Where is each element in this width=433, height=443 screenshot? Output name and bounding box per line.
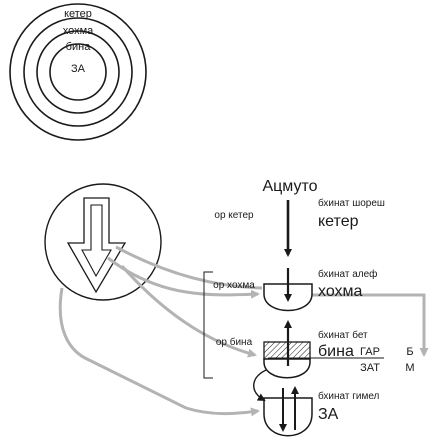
source-label: Ацмуто [262,178,317,195]
light-hochma-label: ор хохма [213,280,255,291]
stage-bina-small: бхинат бет [318,329,368,341]
stage-keter-small: бхинат шореш [318,197,385,209]
light-bina-label: ор бина [216,336,253,348]
stage-hochma-big: хохма [318,283,363,300]
vessel-hochma [263,268,313,312]
ring-bina [36,30,120,114]
ring-hochma [23,17,133,127]
connector-hochma-inner [115,245,263,290]
ring-label-keter: кетер [64,8,92,20]
stage-keter-big: кетер [318,213,359,230]
ring-za [49,43,107,101]
vessel-za [263,386,313,437]
ring-keter [9,3,147,141]
bracket [203,271,213,379]
ring-label-hochma: хохма [63,25,94,37]
ring-label-za: ЗА [71,63,86,75]
side-label-gar: ГАР [360,346,380,358]
vessel-bina [263,320,311,379]
stage-hochma-small: бхинат алеф [318,268,377,280]
concentric-circles: кетер хохма бина ЗА [9,3,147,141]
stage-za-big: ЗА [318,406,339,423]
gray-connectors [58,245,429,417]
bina-to-za-link [253,369,267,401]
connector-bina [120,265,257,358]
side-label-m: М [405,362,414,374]
stage-bina-big: бина [318,343,354,360]
ring-label-bina: бина [66,41,92,53]
hollow-arrow-inner [81,204,112,278]
stage-za-small: бхинат гимел [318,390,380,402]
side-label-b: Б [406,346,413,358]
connector-za [58,287,260,417]
connector-side-b [310,293,429,357]
light-keter-label: ор кетер [214,210,254,221]
descending-light-circle [44,183,162,301]
side-label-zat: ЗАТ [360,362,380,374]
